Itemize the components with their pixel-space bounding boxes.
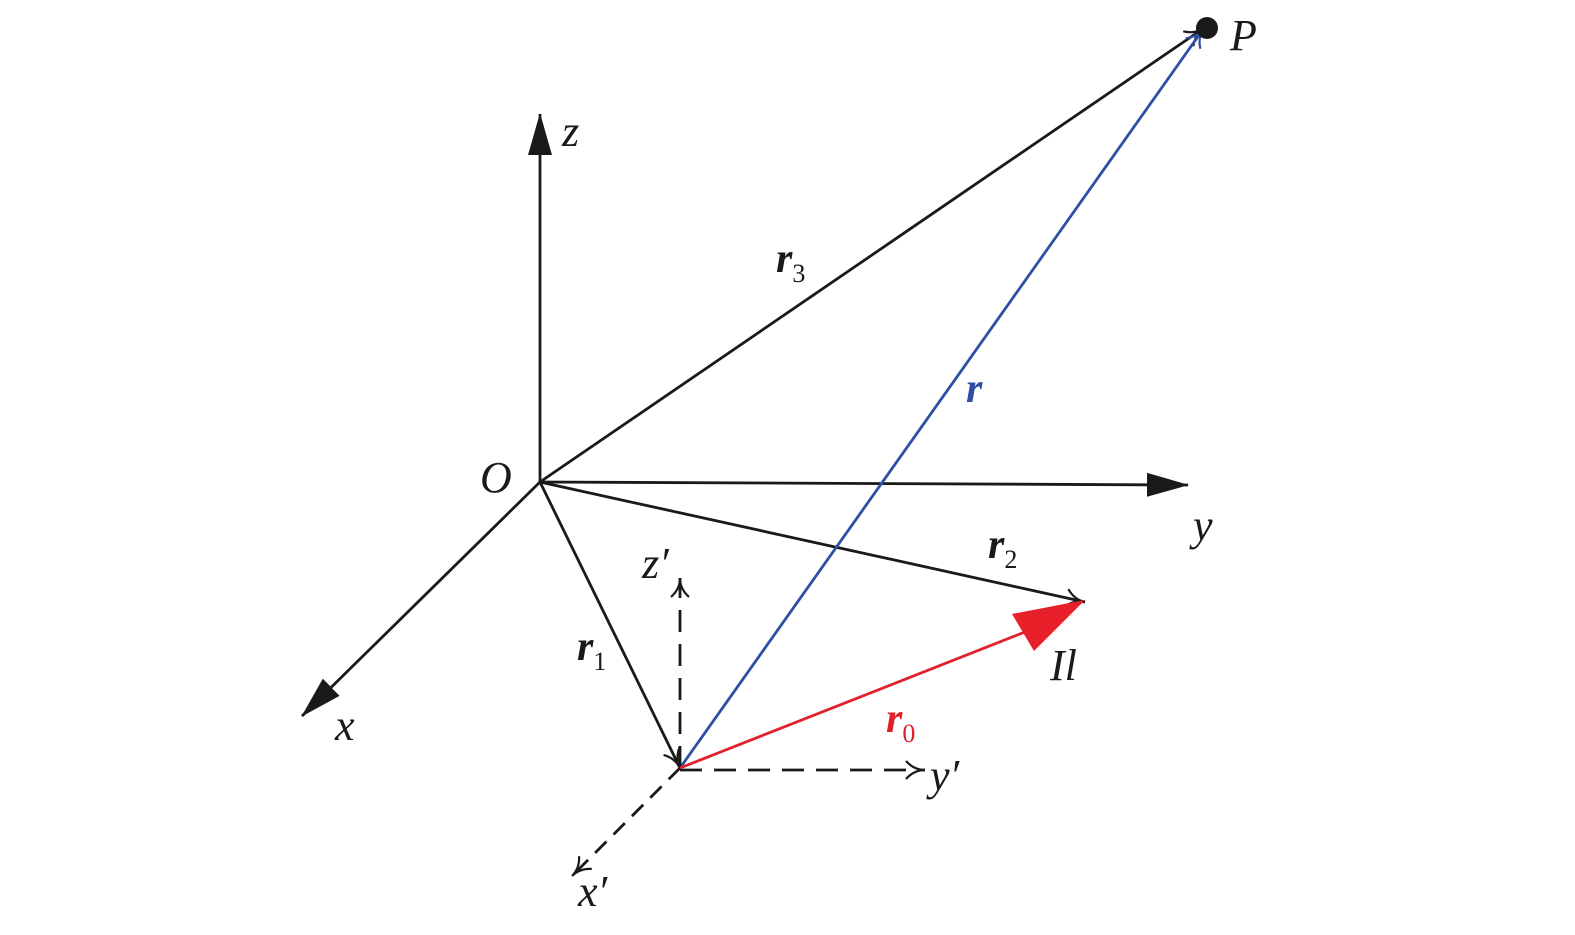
x-prime-label: x′ <box>577 867 609 916</box>
r2-label: r2 <box>988 522 1017 574</box>
y-axis <box>539 472 1189 497</box>
vector-r1 <box>538 481 682 769</box>
origin-label: O <box>480 453 512 502</box>
local-x-axis <box>571 767 681 877</box>
current-element-arrowhead <box>1012 600 1085 651</box>
y-axis-label: y <box>1189 501 1213 550</box>
vector-r2 <box>539 480 1086 608</box>
r-label: r <box>966 366 983 412</box>
r1-label: r1 <box>577 624 606 676</box>
vector-r0 <box>679 628 1031 770</box>
r3-label: r3 <box>776 236 805 288</box>
x-axis-label: x <box>334 701 355 750</box>
vector-r3 <box>539 26 1205 484</box>
z-prime-label: z′ <box>641 539 670 588</box>
y-prime-label: y′ <box>926 751 961 800</box>
point-label: P <box>1229 11 1257 60</box>
r0-label: r0 <box>886 696 915 748</box>
z-axis-label: z <box>561 107 579 156</box>
vector-r <box>678 27 1206 769</box>
current-element-label: Il <box>1049 641 1077 690</box>
x-axis <box>301 481 541 717</box>
point-p <box>1196 17 1218 39</box>
